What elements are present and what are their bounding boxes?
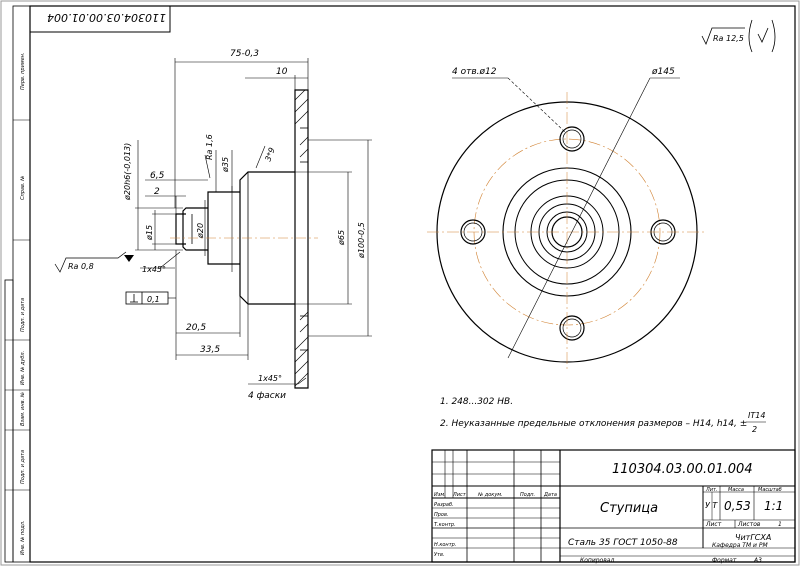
row-label-1: Лист xyxy=(452,492,467,498)
note-1: 1. 248...302 HB. xyxy=(440,397,513,407)
dim-len-33-5: 33,5 xyxy=(200,345,220,355)
dim-length-6-5: 6,5 xyxy=(150,171,165,181)
roughness-general: Ra 12,5 xyxy=(713,34,744,43)
note-2-fraction-top: IT14 xyxy=(748,411,765,420)
bolt-hole-top xyxy=(559,126,585,152)
format-value: А3 xyxy=(753,557,762,564)
strip-label-5: Подп. и дата xyxy=(20,450,26,484)
side-dimensions xyxy=(135,58,566,385)
holes-label: 4 отв.ø12 xyxy=(452,67,497,77)
dim-groove-2: 2 xyxy=(154,187,160,197)
dim-overall-length: 75-0,3 xyxy=(230,49,259,59)
title-designation: 110304.03.00.01.004 xyxy=(612,462,753,477)
bolt-hole-left xyxy=(460,219,486,245)
scale-value: 1:1 xyxy=(764,499,783,513)
row-label-2: № докум. xyxy=(477,492,503,498)
copied-label: Копировал xyxy=(580,557,614,564)
rotated-code: 110304.03.00.01.004 xyxy=(47,11,166,24)
row-label-4: Дата xyxy=(543,492,557,498)
sheet-label: Лист xyxy=(705,521,722,528)
col-lit: Лит. xyxy=(705,487,718,493)
dim-chamfer-1x45: 1x45° xyxy=(142,265,166,274)
side-view xyxy=(170,89,318,389)
general-roughness: Ra 12,5 xyxy=(701,19,776,53)
pcd-label: ø145 xyxy=(651,67,675,77)
dim-dia-35: ø35 xyxy=(221,157,230,173)
title-block xyxy=(431,449,796,563)
dim-flange-thickness: 10 xyxy=(276,67,288,77)
lit-value: У Т xyxy=(705,501,718,510)
ra-08-symbol: Ra 0,8 xyxy=(54,251,134,273)
dim-dia-flange: ø100-0,5 xyxy=(357,222,366,259)
side-strip: Перв. примен. Справ. № Подп. и дата Инв.… xyxy=(4,5,31,563)
tolerance-value: 0,1 xyxy=(147,295,160,304)
strip-label-4: Взам. инв. № xyxy=(20,392,26,426)
dim-len-20-5: 20,5 xyxy=(186,323,206,333)
front-view xyxy=(427,77,707,372)
strip-label-0: Перв. примен. xyxy=(20,52,26,90)
strip-label-1: Справ. № xyxy=(20,176,26,200)
organization: ЧитГСХА xyxy=(735,533,771,542)
role-label-2: Т.контр. xyxy=(434,522,456,528)
col-mass: Масса xyxy=(728,487,744,493)
side-dim-text: 75-0,3 10 ø20h6(-0,013) 6,5 2 Ra 1,6 ø35… xyxy=(123,49,366,401)
row-label-0: Изм. xyxy=(434,492,446,498)
tolerance-frame: 0,1 xyxy=(125,291,176,305)
dim-dia-15: ø15 xyxy=(145,225,154,241)
role-label-1: Пров. xyxy=(434,512,449,518)
dim-shaft-end-dia: ø20h6(-0,013) xyxy=(123,143,132,201)
dim-chamfers-count: 4 фаски xyxy=(248,391,286,401)
sheets-label: Листов xyxy=(737,521,761,528)
dim-dia-65: ø65 xyxy=(337,230,346,246)
material: Сталь 35 ГОСТ 1050-88 xyxy=(568,538,678,548)
strip-label-2: Подп. и дата xyxy=(20,298,26,332)
dim-dia-20: ø20 xyxy=(196,223,205,239)
note-2: 2. Неуказанные предельные отклонения раз… xyxy=(440,419,747,429)
frame-border xyxy=(29,5,796,563)
ra-08: Ra 0,8 xyxy=(68,262,94,271)
part-name: Ступица xyxy=(600,501,658,516)
strip-label-3: Инв. № дубл. xyxy=(20,351,26,385)
dim-chamfers-bottom: 1x45° xyxy=(258,374,282,383)
notes: 1. 248...302 HB. 2. Неуказанные предельн… xyxy=(440,397,766,434)
row-label-3: Подп. xyxy=(520,492,535,498)
rotated-code-box: 110304.03.00.01.004 xyxy=(29,5,171,33)
bolt-hole-bottom xyxy=(559,315,585,341)
dim-chamfer-3x9: 3*9 xyxy=(263,146,276,162)
role-label-0: Разраб. xyxy=(434,502,454,508)
sheets-count: 1 xyxy=(778,521,782,528)
note-2-fraction-bottom: 2 xyxy=(752,425,757,434)
strip-label-6: Инв. № подл. xyxy=(20,521,26,556)
format-label: Формат xyxy=(712,557,737,564)
role-label-5: Утв. xyxy=(434,552,445,558)
dim-ra-16: Ra 1,6 xyxy=(205,134,214,160)
col-scale: Масштаб xyxy=(758,487,782,493)
title-block-text: 110304.03.00.01.004 Ступица Сталь 35 ГОС… xyxy=(434,462,783,564)
role-label-4: Н.контр. xyxy=(434,542,456,548)
mass-value: 0,53 xyxy=(724,499,751,513)
department: Кафедра ТМ и РМ xyxy=(712,542,768,549)
